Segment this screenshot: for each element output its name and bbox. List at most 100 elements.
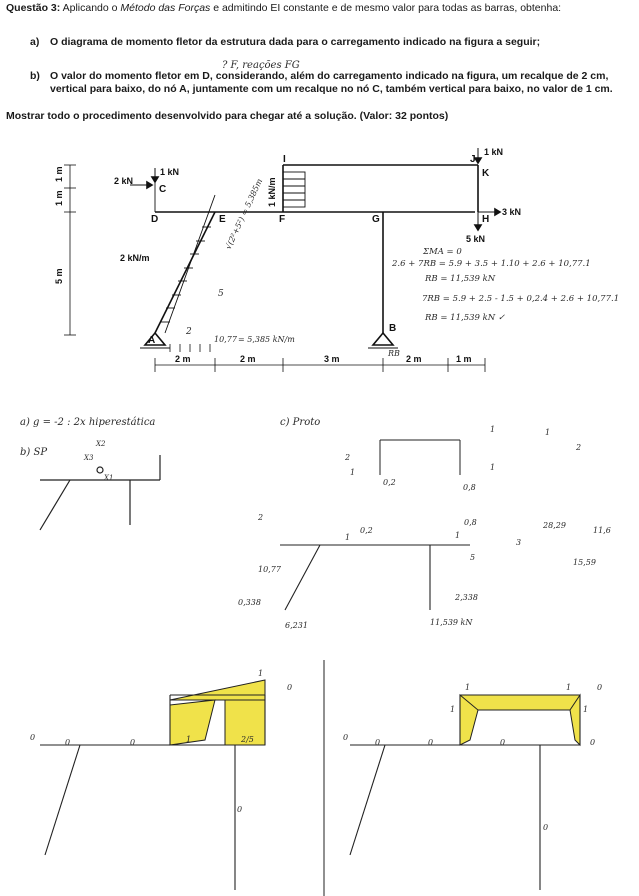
item-a-tag: a): [30, 36, 40, 48]
rb-label: RB: [387, 349, 400, 358]
dim-left-2: 1 m: [54, 190, 64, 206]
question-intro-method: Método das Forças: [120, 2, 211, 14]
dim-left-3: 5 m: [54, 268, 64, 284]
load-distributed-incline: 2 kN/m: [120, 253, 150, 263]
load-h-vertical: 5 kN: [466, 234, 485, 244]
item-a: a) O diagrama de momento fletor da estru…: [30, 36, 630, 62]
answer-a: a) g = -2 : 2x hiperestática: [20, 417, 155, 428]
lower-val-8: 10,77: [258, 565, 282, 574]
node-f-label: F: [279, 214, 285, 225]
answer-c-label: c) Proto: [280, 417, 320, 428]
moment-diagram-right: [349, 693, 581, 890]
diag-left-val-8: 0: [237, 805, 242, 814]
incline-sub-five: 5: [218, 289, 224, 299]
dim-bottom-5: 1 m: [456, 354, 472, 364]
diag-right-val-3: 0: [428, 738, 433, 747]
question-header: Questão 3: Aplicando o Método das Forças…: [6, 2, 631, 15]
node-h-label: H: [482, 214, 489, 225]
reaction-val-5: 1: [490, 463, 495, 472]
lower-val-7: 3: [516, 538, 521, 547]
moment-val-2: 2: [575, 443, 581, 452]
diag-right-val-8: 0: [590, 738, 595, 747]
dim-left-1: 1 m: [54, 166, 64, 182]
lower-moment-2: 11,6: [593, 526, 611, 535]
lower-val-10: 6,231: [285, 621, 308, 630]
lower-val-5: 0,8: [464, 518, 477, 527]
lower-moment-1: 28,29: [542, 521, 566, 530]
lower-val-9: 0,338: [238, 598, 261, 607]
dim-bottom-4: 2 m: [406, 354, 422, 364]
moment-val-1: 1: [545, 428, 550, 437]
eq-load-2: = 5,385 kN/m: [238, 335, 295, 344]
question-intro-post: e admitindo EI constante e de mesmo valo…: [210, 2, 562, 14]
dim-bottom-3: 3 m: [324, 354, 340, 364]
sp-sketch: [39, 455, 161, 531]
diag-right-val-9: 1: [450, 705, 455, 714]
diag-right-val-4: 0: [500, 738, 505, 747]
node-b-label: B: [389, 323, 396, 334]
item-a-text: O diagrama de momento fletor da estrutur…: [50, 36, 541, 48]
eq-load: 10,77: [214, 335, 238, 344]
node-g-label: G: [372, 214, 380, 225]
dim-bottom-2: 2 m: [240, 354, 256, 364]
item-b-text: O valor do momento fletor em D, consider…: [50, 70, 613, 95]
load-c-horizontal: 2 kN: [114, 176, 133, 186]
load-c-vertical: 1 kN: [160, 167, 179, 177]
node-j-label: J: [470, 154, 476, 165]
item-b-tag: b): [30, 70, 40, 82]
answer-b-label: b) SP: [20, 447, 47, 458]
calc-line-3: RB = 11,539 kN: [424, 274, 496, 284]
incline-annotation: √(2²+5²) = 5,385m: [224, 177, 265, 251]
diag-left-val-4: 1: [186, 735, 191, 744]
diag-left-val-5: 2/5: [240, 735, 254, 744]
reaction-val-1: 2: [344, 453, 350, 462]
sp-x2: X2: [95, 440, 106, 448]
handwritten-note: ? F, reações FG: [222, 60, 300, 71]
reaction-sketch-bottom: [280, 544, 470, 611]
reaction-val-4: 0,8: [463, 483, 476, 492]
diag-right-val-10: 1: [583, 705, 588, 714]
diag-left-val-3: 0: [130, 738, 135, 747]
dim-bottom-1: 2 m: [175, 354, 191, 364]
calc-line-1: ΣMA = 0: [422, 247, 462, 257]
reaction-val-2: 1: [350, 468, 355, 477]
node-e-label: E: [219, 214, 226, 225]
question-intro-pre: Aplicando o: [62, 2, 121, 14]
lower-val-11: 2,338: [454, 593, 478, 602]
calc-line-4: 7RB = 5.9 + 2.5 - 1.5 + 0,2.4 + 2.6 + 10…: [422, 294, 619, 304]
lower-val-1: 2: [257, 513, 263, 522]
reaction-val-6: 1: [490, 425, 495, 434]
node-a-label: A: [148, 335, 155, 346]
diag-left-val-7: 1: [258, 669, 263, 678]
lower-val-4: 1: [455, 531, 460, 540]
lower-moment-3: 15,59: [573, 558, 596, 567]
moment-diagram-left: [40, 679, 266, 890]
diag-left-val-6: 0: [287, 683, 292, 692]
lower-val-3: 0,2: [360, 526, 373, 535]
node-k-label: K: [482, 168, 490, 179]
node-i-label: I: [283, 154, 286, 165]
structure-figure: [64, 148, 502, 372]
diag-left-val-1: 0: [30, 733, 35, 742]
item-b: b) O valor do momento fletor em D, consi…: [30, 70, 630, 110]
load-k: 1 kN: [484, 147, 503, 157]
sp-x1: X1: [103, 474, 113, 482]
lower-val-12: 11,539 kN: [430, 618, 473, 627]
lower-val-6: 5: [470, 553, 475, 562]
load-distributed-vertical: 1 kN/m: [267, 177, 277, 207]
instruction-text: Mostrar todo o procedimento desenvolvido…: [6, 110, 449, 122]
diag-left-val-2: 0: [65, 738, 70, 747]
calc-line-2: 2.6 + 7RB = 5.9 + 3.5 + 1.10 + 2.6 + 10,…: [391, 259, 591, 269]
diag-right-val-2: 0: [375, 738, 380, 747]
node-d-label: D: [151, 214, 158, 225]
diag-right-val-6: 1: [566, 683, 571, 692]
reaction-val-3: 0,2: [383, 478, 396, 487]
diag-right-val-1: 0: [343, 733, 348, 742]
diag-right-val-5: 1: [465, 683, 470, 692]
incline-sub-two: 2: [185, 327, 192, 337]
sp-x3: X3: [83, 454, 94, 462]
calc-line-5: RB = 11,539 kN ✓: [424, 313, 505, 323]
node-c-label: C: [159, 184, 166, 195]
diag-right-val-7: 0: [597, 683, 602, 692]
